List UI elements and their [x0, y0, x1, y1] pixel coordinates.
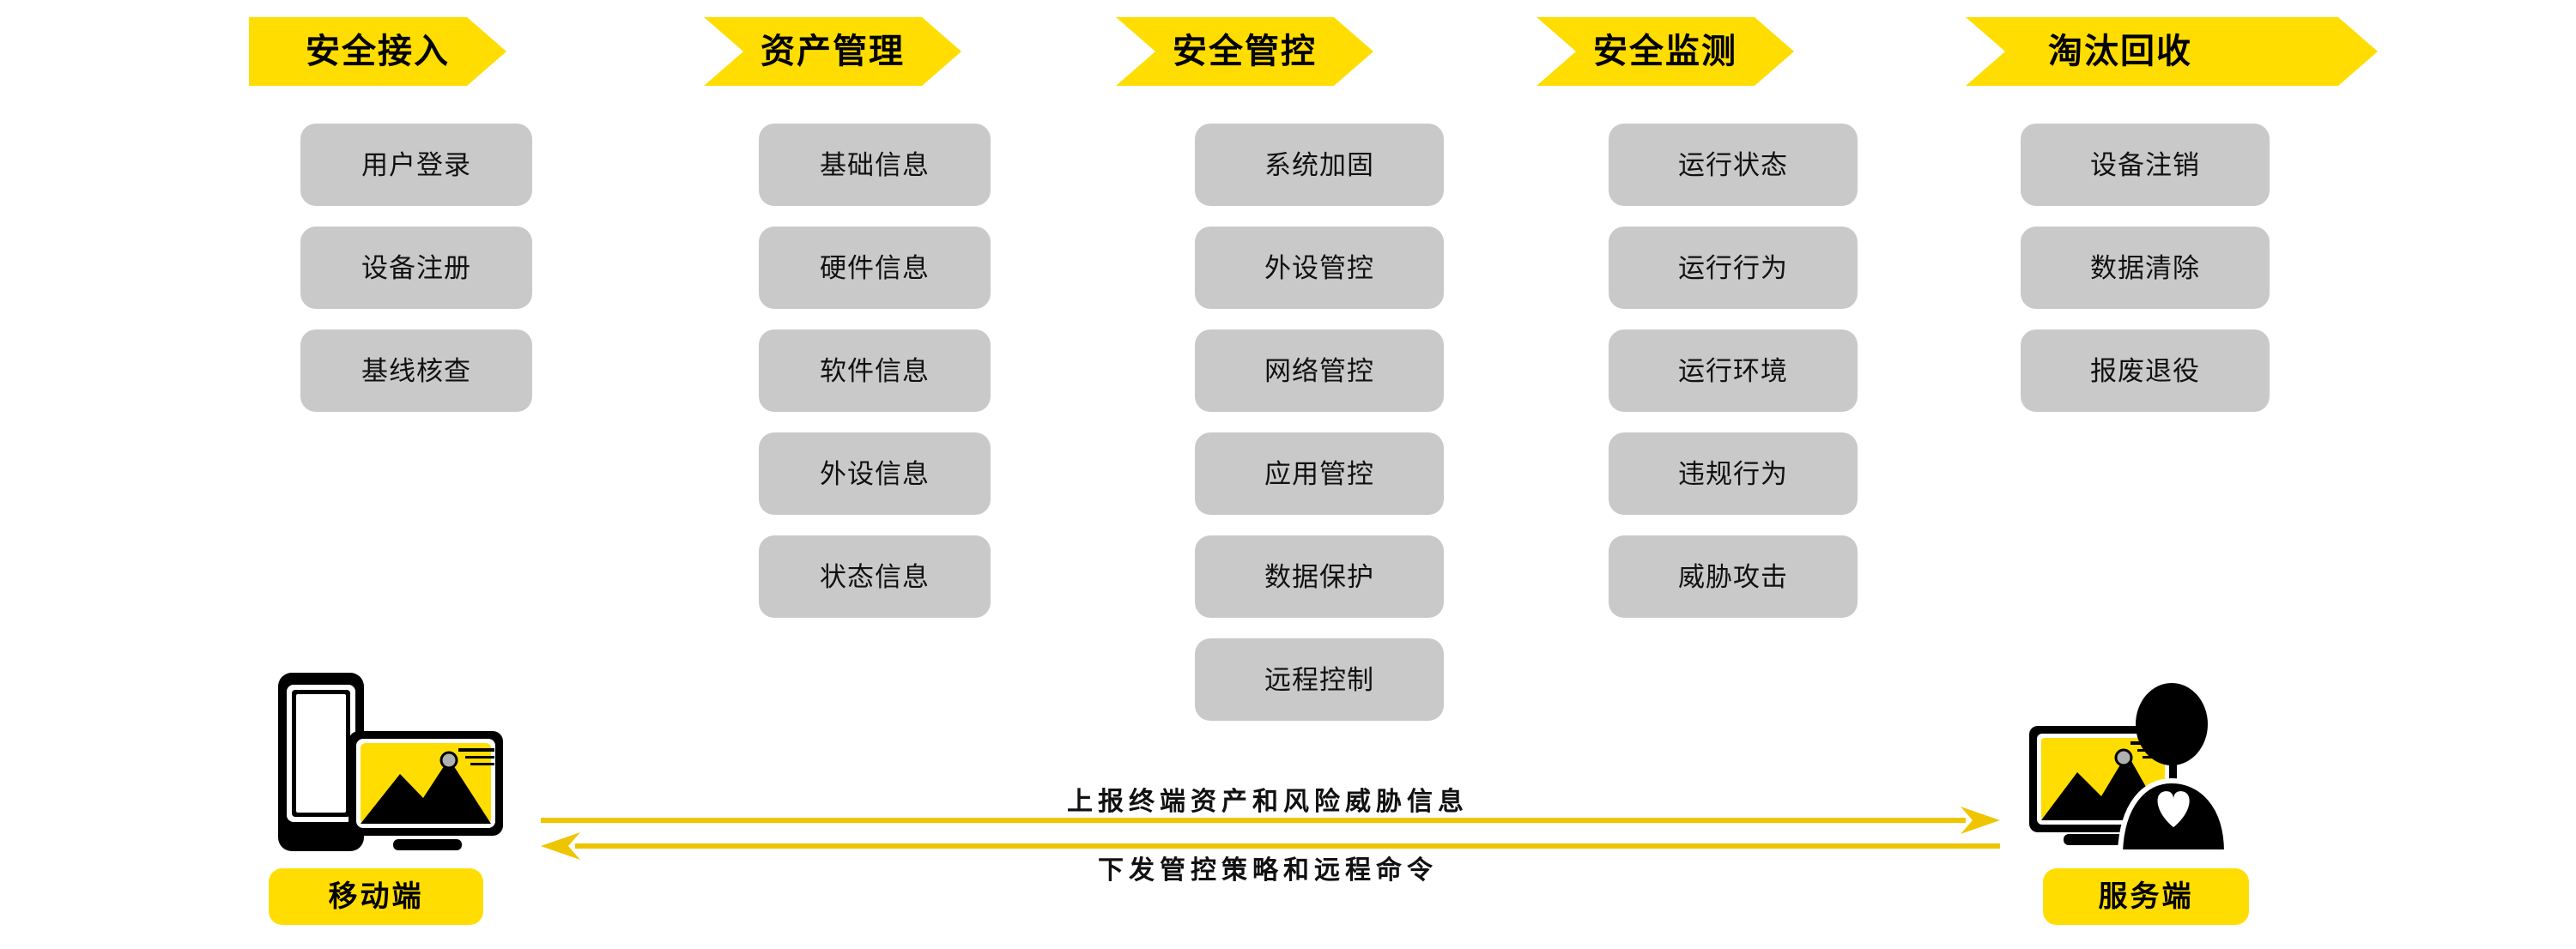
arrow-right-icon — [541, 807, 2000, 834]
stage-3-item-3-label: 网络管控 — [1264, 355, 1374, 386]
stage-4-item-4[interactable]: 违规行为 — [1609, 432, 1858, 515]
mobile-endpoint-label[interactable]: 移动端 — [269, 868, 483, 925]
stage-3-item-6[interactable]: 远程控制 — [1195, 638, 1444, 721]
stage-banner-2[interactable]: 资产管理 — [704, 17, 961, 86]
stage-3-item-5[interactable]: 数据保护 — [1195, 535, 1444, 618]
stage-3-item-6-label: 远程控制 — [1264, 664, 1374, 695]
stage-3-item-4-label: 应用管控 — [1264, 458, 1374, 489]
stage-4-item-1[interactable]: 运行状态 — [1609, 124, 1858, 206]
stage-2-item-2[interactable]: 硬件信息 — [759, 227, 991, 309]
stage-4-item-3[interactable]: 运行环境 — [1609, 329, 1858, 412]
stage-banner-1[interactable]: 安全接入 — [249, 17, 506, 86]
stage-2-item-5[interactable]: 状态信息 — [759, 535, 991, 618]
stage-1-item-1-label: 用户登录 — [361, 149, 471, 180]
stage-4-item-4-label: 违规行为 — [1678, 458, 1788, 489]
stage-4-item-1-label: 运行状态 — [1678, 149, 1788, 180]
stage-2-item-4[interactable]: 外设信息 — [759, 432, 991, 515]
stage-3-item-4[interactable]: 应用管控 — [1195, 432, 1444, 515]
stage-3-item-2-label: 外设管控 — [1264, 252, 1374, 283]
stage-5-item-3-label: 报废退役 — [2090, 355, 2200, 386]
mobile-endpoint-text: 移动端 — [328, 880, 424, 913]
stage-3-item-3[interactable]: 网络管控 — [1195, 329, 1444, 412]
stage-3-item-5-label: 数据保护 — [1264, 561, 1374, 592]
stage-5-item-1[interactable]: 设备注销 — [2021, 124, 2270, 206]
stage-1-item-3[interactable]: 基线核查 — [300, 329, 532, 412]
stage-1-item-3-label: 基线核查 — [361, 355, 471, 386]
stage-5-item-3[interactable]: 报废退役 — [2021, 329, 2270, 412]
stage-banner-4-label: 安全监测 — [1593, 33, 1737, 70]
upstream-flow-label: 上报终端资产和风险威胁信息 — [1067, 788, 1469, 816]
stage-2-item-3-label: 软件信息 — [820, 355, 930, 386]
stage-5-item-2-label: 数据清除 — [2090, 252, 2200, 283]
mobile-device-icon — [273, 669, 513, 858]
arrow-left-icon — [541, 832, 2000, 860]
stage-4-item-5[interactable]: 威胁攻击 — [1609, 535, 1858, 618]
stage-2-item-1-label: 基础信息 — [820, 149, 930, 180]
stage-2-item-5-label: 状态信息 — [820, 561, 930, 592]
stage-banner-5-label: 淘汰回收 — [2048, 33, 2192, 70]
stage-4-item-2-label: 运行行为 — [1678, 252, 1788, 283]
stage-3-item-1-label: 系统加固 — [1264, 149, 1374, 180]
stage-banner-5[interactable]: 淘汰回收 — [1966, 17, 2378, 86]
stage-banner-4[interactable]: 安全监测 — [1537, 17, 1794, 86]
server-endpoint-text: 服务端 — [2098, 880, 2194, 913]
stage-banner-3[interactable]: 安全管控 — [1116, 17, 1373, 86]
stage-5-item-1-label: 设备注销 — [2090, 149, 2200, 180]
server-endpoint-label[interactable]: 服务端 — [2043, 868, 2249, 925]
stage-1-item-2-label: 设备注册 — [361, 252, 471, 283]
stage-4-item-3-label: 运行环境 — [1678, 355, 1788, 386]
stage-3-item-2[interactable]: 外设管控 — [1195, 227, 1444, 309]
stage-4-item-2[interactable]: 运行行为 — [1609, 227, 1858, 309]
stage-4-item-5-label: 威胁攻击 — [1678, 561, 1788, 592]
stage-2-item-1[interactable]: 基础信息 — [759, 124, 991, 206]
stage-5-item-2[interactable]: 数据清除 — [2021, 227, 2270, 309]
stage-2-item-3[interactable]: 软件信息 — [759, 329, 991, 412]
stage-banner-1-label: 安全接入 — [306, 33, 450, 70]
stage-banner-2-label: 资产管理 — [761, 33, 905, 70]
stage-3-item-1[interactable]: 系统加固 — [1195, 124, 1444, 206]
stage-2-item-4-label: 外设信息 — [820, 458, 930, 489]
downstream-flow-label: 下发管控策略和远程命令 — [1098, 856, 1438, 885]
stage-1-item-1[interactable]: 用户登录 — [300, 124, 532, 206]
stage-2-item-2-label: 硬件信息 — [820, 252, 930, 283]
stage-banner-3-label: 安全管控 — [1173, 33, 1317, 70]
stage-1-item-2[interactable]: 设备注册 — [300, 227, 532, 309]
server-operator-icon — [2027, 676, 2268, 856]
